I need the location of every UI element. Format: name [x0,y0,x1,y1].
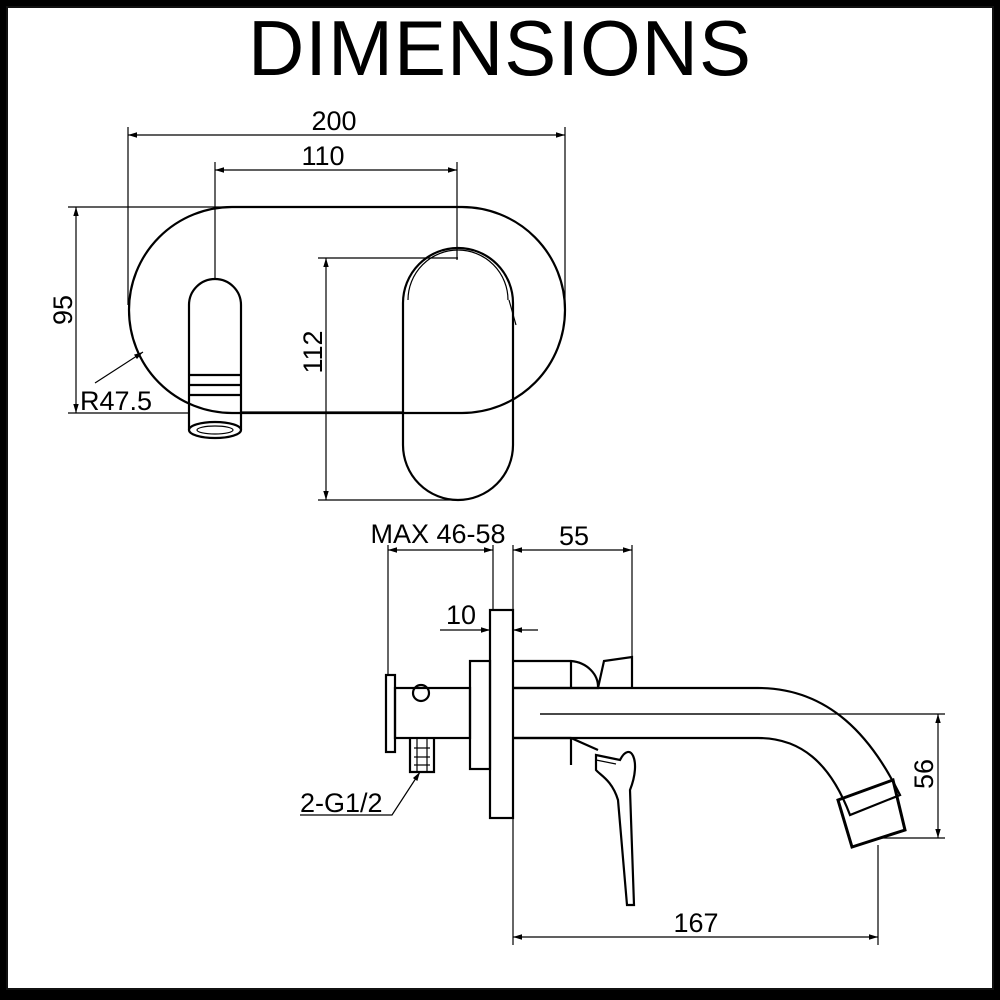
drawing-frame [6,6,994,990]
dim-10: 10 [446,600,476,630]
front-view: 200 110 95 112 R47.5 [48,106,567,502]
dim-connection: 2-G1/2 [300,788,383,818]
rear-plate [384,673,397,754]
lever-side [596,655,634,689]
dim-200: 200 [311,106,356,136]
dim-95: 95 [48,295,78,325]
inlet-connector [408,738,436,774]
dim-radius: R47.5 [80,386,152,416]
mounting-collar [468,659,492,771]
side-view: MAX 46-58 55 10 2-G1/2 56 167 [300,519,945,945]
wall-plate [488,608,515,820]
spout-side [513,686,902,817]
page-title: DIMENSIONS [247,4,753,92]
dim-55: 55 [559,521,589,551]
dim-167: 167 [673,908,718,938]
dim-56: 56 [909,759,939,789]
dim-110: 110 [301,141,344,171]
backplate-outline [127,205,567,415]
lever-front [401,246,515,502]
valve-body [393,686,472,740]
dim-wall-depth: MAX 46-58 [370,519,505,549]
dim-112: 112 [298,330,328,373]
inlet-port [411,683,431,703]
